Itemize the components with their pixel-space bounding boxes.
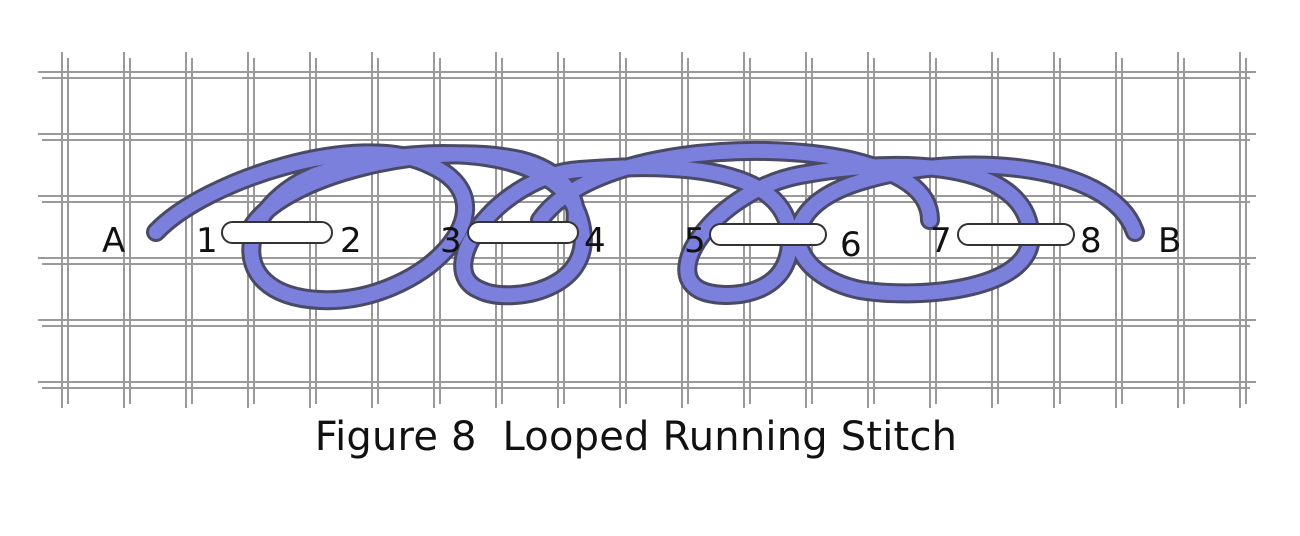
surface-stitches [221,221,1075,246]
label-2: 2 [340,221,362,261]
label-a: A [102,221,125,261]
label-b: B [1158,221,1181,261]
stitch-3-4 [467,221,579,244]
label-1: 1 [196,221,218,261]
stitch-1-2 [221,221,333,244]
label-6: 6 [840,225,862,265]
label-3: 3 [440,221,462,261]
canvas-mesh [38,52,1256,408]
figure-caption: Figure 8 Looped Running Stitch [314,414,958,460]
point-labels: A 1 2 3 4 5 6 7 8 B [102,221,1181,265]
label-7: 7 [930,221,952,261]
label-5: 5 [684,221,706,261]
label-8: 8 [1080,221,1102,261]
thread-color [149,143,1142,308]
label-4: 4 [584,221,606,261]
looped-thread [146,140,1145,311]
stitch-5-6 [709,223,827,246]
stitch-7-8 [957,223,1075,246]
